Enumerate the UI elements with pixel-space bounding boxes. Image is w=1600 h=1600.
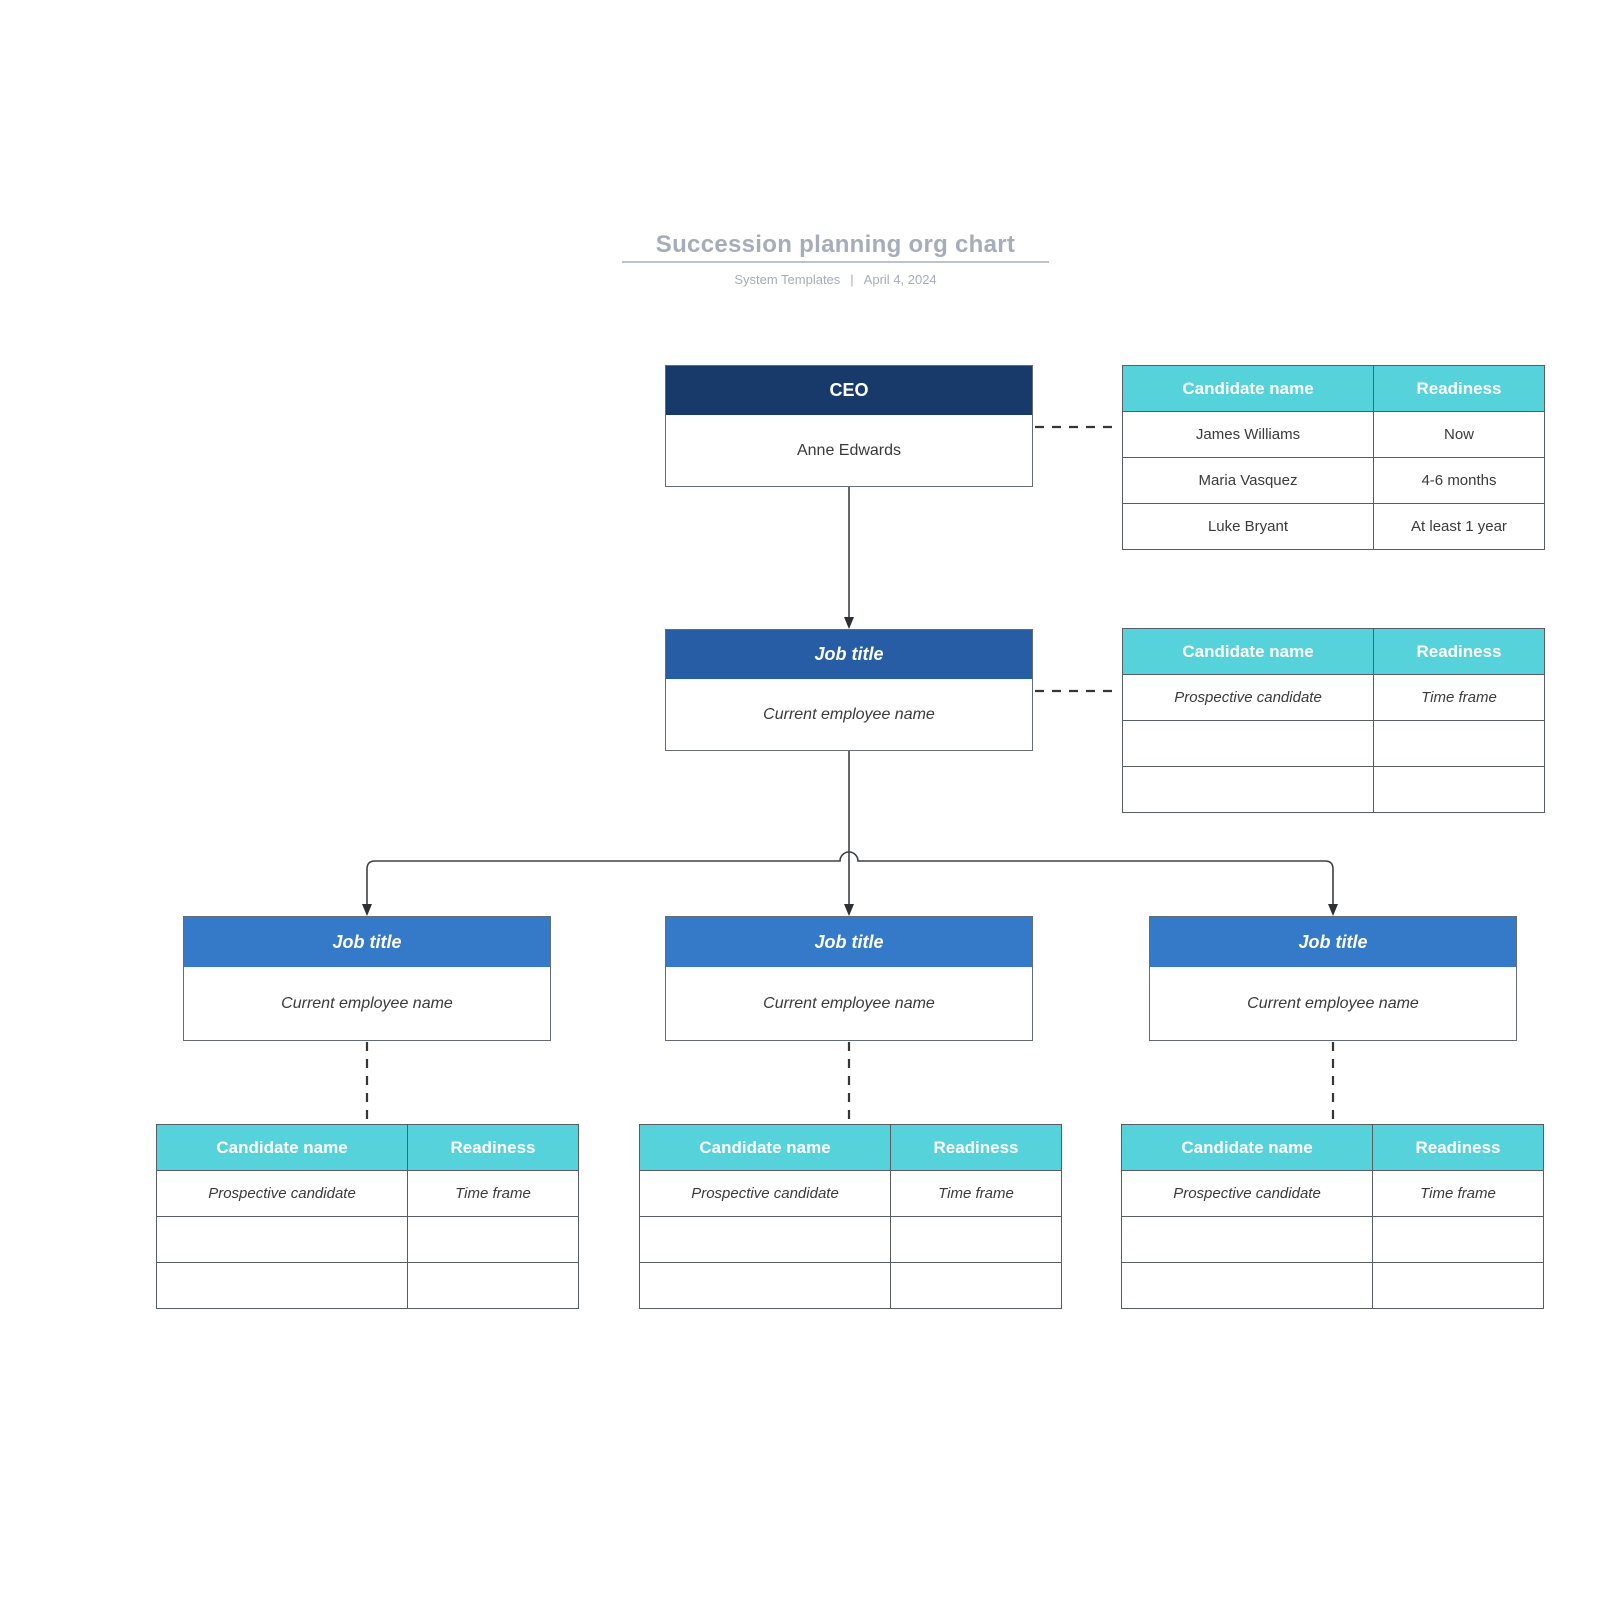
table-row: Luke Bryant At least 1 year <box>1122 503 1545 550</box>
table-row <box>639 1262 1062 1309</box>
table-row <box>156 1262 579 1309</box>
table-header-row: Candidate name Readiness <box>1121 1124 1544 1171</box>
page-title: Succession planning org chart <box>655 231 1016 258</box>
candidate-name-header: Candidate name <box>1121 1124 1373 1171</box>
readiness-header: Readiness <box>1373 628 1545 675</box>
candidate-cell[interactable]: Prospective candidate <box>156 1170 408 1217</box>
candidate-cell[interactable] <box>1122 720 1374 767</box>
readiness-header: Readiness <box>890 1124 1062 1171</box>
table-header-row: Candidate name Readiness <box>1122 628 1545 675</box>
table-row <box>1122 720 1545 767</box>
readiness-header: Readiness <box>1372 1124 1544 1171</box>
table-row: Prospective candidate Time frame <box>1122 674 1545 721</box>
candidate-name-header: Candidate name <box>1122 628 1374 675</box>
candidate-cell[interactable]: James Williams <box>1122 411 1374 458</box>
candidate-cell[interactable]: Prospective candidate <box>1122 674 1374 721</box>
table-row: James Williams Now <box>1122 411 1545 458</box>
org-node-manager-employee: Current employee name <box>763 705 935 723</box>
org-node-ceo-header: CEO <box>666 366 1032 415</box>
org-node-child-middle[interactable]: Job title Current employee name <box>665 916 1033 1041</box>
candidate-name-header: Candidate name <box>639 1124 891 1171</box>
org-node-child-right[interactable]: Job title Current employee name <box>1149 916 1517 1041</box>
readiness-cell[interactable] <box>890 1216 1062 1263</box>
table-row: Prospective candidate Time frame <box>156 1170 579 1217</box>
candidate-cell[interactable] <box>639 1216 891 1263</box>
candidate-table-child-middle[interactable]: Candidate name Readiness Prospective can… <box>639 1124 1062 1309</box>
org-node-child-left-header: Job title <box>184 917 550 967</box>
readiness-cell[interactable] <box>1372 1262 1544 1309</box>
candidate-cell[interactable] <box>156 1262 408 1309</box>
table-row <box>1121 1216 1544 1263</box>
candidate-name-header: Candidate name <box>1122 365 1374 412</box>
candidate-table-ceo[interactable]: Candidate name Readiness James Williams … <box>1122 365 1545 550</box>
title-divider <box>622 261 1049 263</box>
candidate-cell[interactable]: Maria Vasquez <box>1122 457 1374 504</box>
candidate-name-header: Candidate name <box>156 1124 408 1171</box>
org-node-manager[interactable]: Job title Current employee name <box>665 629 1033 751</box>
candidate-cell[interactable]: Prospective candidate <box>1121 1170 1373 1217</box>
readiness-cell[interactable]: Time frame <box>1373 674 1545 721</box>
connector-ceo-to-manager <box>844 487 854 629</box>
readiness-cell[interactable]: Time frame <box>407 1170 579 1217</box>
candidate-cell[interactable]: Prospective candidate <box>639 1170 891 1217</box>
date: April 4, 2024 <box>863 272 937 287</box>
table-row <box>1122 766 1545 813</box>
table-row: Maria Vasquez 4-6 months <box>1122 457 1545 504</box>
candidate-cell[interactable]: Luke Bryant <box>1122 503 1374 550</box>
readiness-cell[interactable] <box>407 1262 579 1309</box>
org-node-child-right-header: Job title <box>1150 917 1516 967</box>
org-node-child-right-employee: Current employee name <box>1247 994 1419 1012</box>
candidate-table-manager[interactable]: Candidate name Readiness Prospective can… <box>1122 628 1545 813</box>
org-node-ceo-employee: Anne Edwards <box>796 441 902 459</box>
subtitle-separator: | <box>850 272 854 287</box>
org-node-child-left-employee: Current employee name <box>281 994 453 1012</box>
page-subtitle: System Templates | April 4, 2024 <box>572 272 1099 287</box>
table-row <box>639 1216 1062 1263</box>
candidate-cell[interactable] <box>1121 1216 1373 1263</box>
table-header-row: Candidate name Readiness <box>639 1124 1062 1171</box>
readiness-header: Readiness <box>407 1124 579 1171</box>
org-node-manager-header: Job title <box>666 630 1032 679</box>
candidate-table-child-left[interactable]: Candidate name Readiness Prospective can… <box>156 1124 579 1309</box>
table-header-row: Candidate name Readiness <box>156 1124 579 1171</box>
candidate-cell[interactable] <box>1121 1262 1373 1309</box>
readiness-cell[interactable]: 4-6 months <box>1373 457 1545 504</box>
byline: System Templates <box>734 272 841 287</box>
readiness-cell[interactable] <box>1373 720 1545 767</box>
readiness-header: Readiness <box>1373 365 1545 412</box>
readiness-cell[interactable] <box>1372 1216 1544 1263</box>
org-node-child-left[interactable]: Job title Current employee name <box>183 916 551 1041</box>
candidate-cell[interactable] <box>1122 766 1374 813</box>
readiness-cell[interactable]: Now <box>1373 411 1545 458</box>
table-header-row: Candidate name Readiness <box>1122 365 1545 412</box>
table-row <box>156 1216 579 1263</box>
candidate-cell[interactable] <box>156 1216 408 1263</box>
candidate-cell[interactable] <box>639 1262 891 1309</box>
table-row: Prospective candidate Time frame <box>1121 1170 1544 1217</box>
org-node-child-middle-employee: Current employee name <box>763 994 935 1012</box>
candidate-table-child-right[interactable]: Candidate name Readiness Prospective can… <box>1121 1124 1544 1309</box>
readiness-cell[interactable]: Time frame <box>890 1170 1062 1217</box>
table-row <box>1121 1262 1544 1309</box>
org-node-child-middle-header: Job title <box>666 917 1032 967</box>
readiness-cell[interactable] <box>407 1216 579 1263</box>
org-node-ceo[interactable]: CEO Anne Edwards <box>665 365 1033 487</box>
readiness-cell[interactable]: Time frame <box>1372 1170 1544 1217</box>
readiness-cell[interactable]: At least 1 year <box>1373 503 1545 550</box>
readiness-cell[interactable] <box>1373 766 1545 813</box>
readiness-cell[interactable] <box>890 1262 1062 1309</box>
table-row: Prospective candidate Time frame <box>639 1170 1062 1217</box>
